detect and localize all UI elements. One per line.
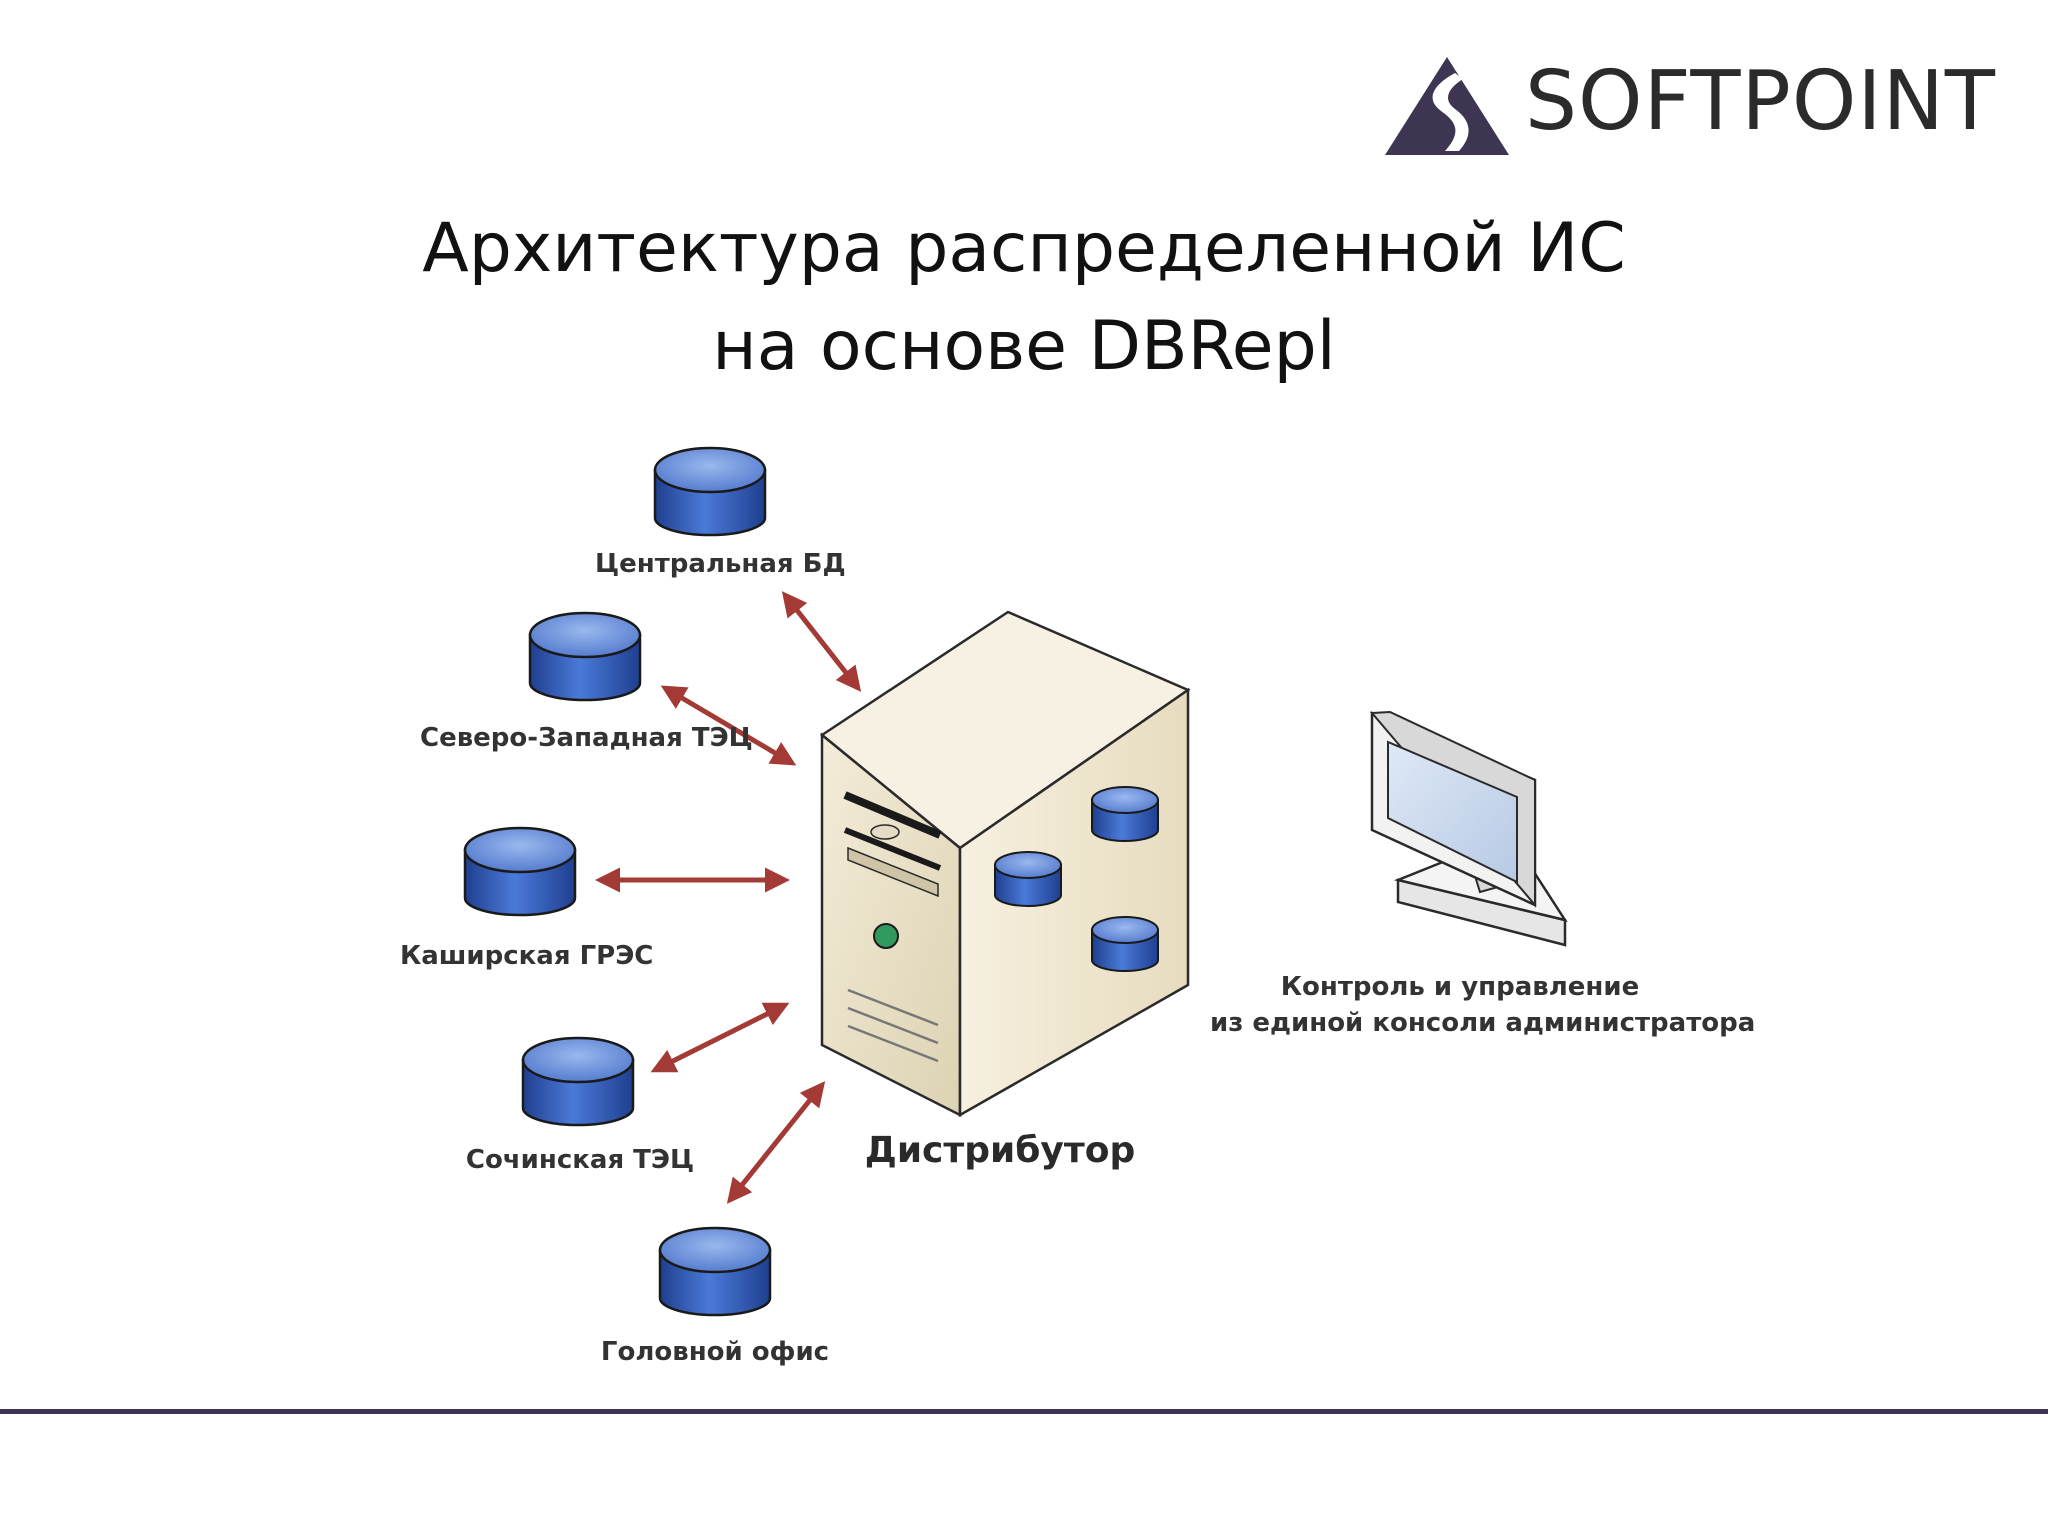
logo-triangle-icon xyxy=(1385,57,1509,155)
page-title-line-2: на основе DBRepl xyxy=(712,307,1336,386)
console-label-line-1: Контроль и управление xyxy=(1280,972,1640,1002)
database-icon-sochi xyxy=(521,1036,635,1127)
node-label-central-db: Центральная БД xyxy=(595,549,846,579)
arrow-head-office xyxy=(726,1081,826,1204)
node-label-sochi: Сочинская ТЭЦ xyxy=(465,1145,695,1175)
page-title-line-1: Архитектура распределенной ИС xyxy=(422,209,1626,288)
logo-text: SOFTPOINT xyxy=(1525,54,1997,149)
node-label-northwest: Северо-Западная ТЭЦ xyxy=(420,723,753,753)
arrow-northwest xyxy=(660,685,797,766)
database-icon-kashira xyxy=(463,826,577,917)
database-icon-head-office xyxy=(658,1226,772,1317)
monitor-icon xyxy=(1369,710,1568,947)
database-icon-central xyxy=(653,446,767,537)
arrow-central xyxy=(781,591,862,692)
arrow-sochi xyxy=(650,1002,790,1073)
arrows xyxy=(595,591,862,1204)
footer-divider xyxy=(0,1409,2048,1414)
server-icon xyxy=(819,610,1191,1118)
node-label-kashira: Каширская ГРЭС xyxy=(400,941,654,971)
database-icon-northwest xyxy=(528,611,642,702)
softpoint-logo: SOFTPOINT xyxy=(1385,55,1995,165)
console-label-line-2: из единой консоли администратора xyxy=(1210,1008,1756,1038)
node-label-head-office: Головной офис xyxy=(600,1337,830,1367)
server-label: Дистрибутор xyxy=(864,1130,1136,1171)
